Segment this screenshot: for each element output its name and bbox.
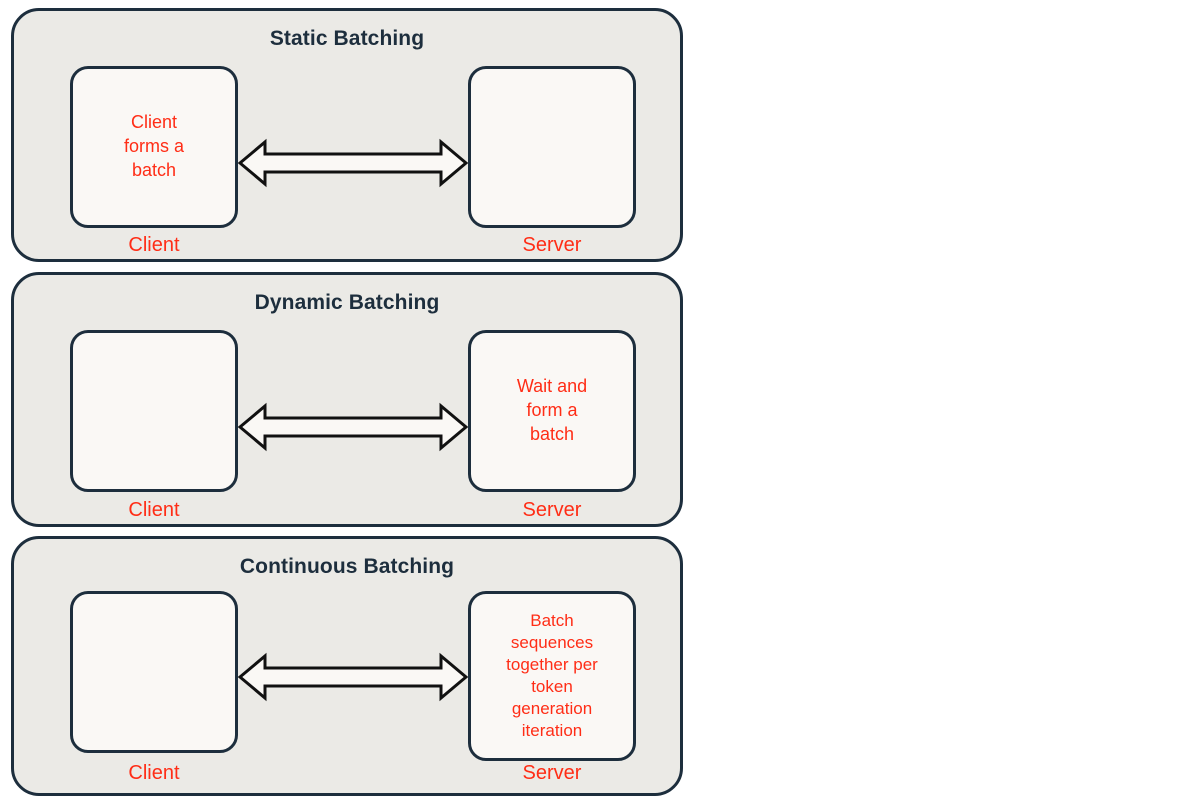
client-label: Client <box>128 762 180 784</box>
client-box <box>70 330 238 492</box>
server-box: Batch sequences together per token gener… <box>468 591 636 761</box>
client-box <box>70 591 238 753</box>
client-box-text: Client forms a batch <box>123 112 184 180</box>
panel-title: Static Batching <box>269 27 425 50</box>
server-label: Server <box>522 762 582 784</box>
server-box-text: Wait and form a batch <box>516 376 588 444</box>
panel-static-batching: Static Batching Client forms a batch Cli… <box>11 8 683 262</box>
server-box <box>468 66 636 228</box>
panel-title: Dynamic Batching <box>254 291 440 314</box>
bidirectional-arrow-icon <box>238 135 468 191</box>
bidirectional-arrow-icon <box>238 399 468 455</box>
client-label: Client <box>128 499 180 521</box>
server-label: Server <box>522 499 582 521</box>
server-label: Server <box>522 234 582 256</box>
bidirectional-arrow-icon <box>238 649 468 705</box>
client-label: Client <box>128 234 180 256</box>
panel-title: Continuous Batching <box>239 555 455 578</box>
panel-continuous-batching: Continuous Batching Batch sequences toge… <box>11 536 683 796</box>
server-box: Wait and form a batch <box>468 330 636 492</box>
client-box: Client forms a batch <box>70 66 238 228</box>
server-box-text: Batch sequences together per token gener… <box>506 610 598 741</box>
panel-dynamic-batching: Dynamic Batching Wait and form a batch C… <box>11 272 683 527</box>
